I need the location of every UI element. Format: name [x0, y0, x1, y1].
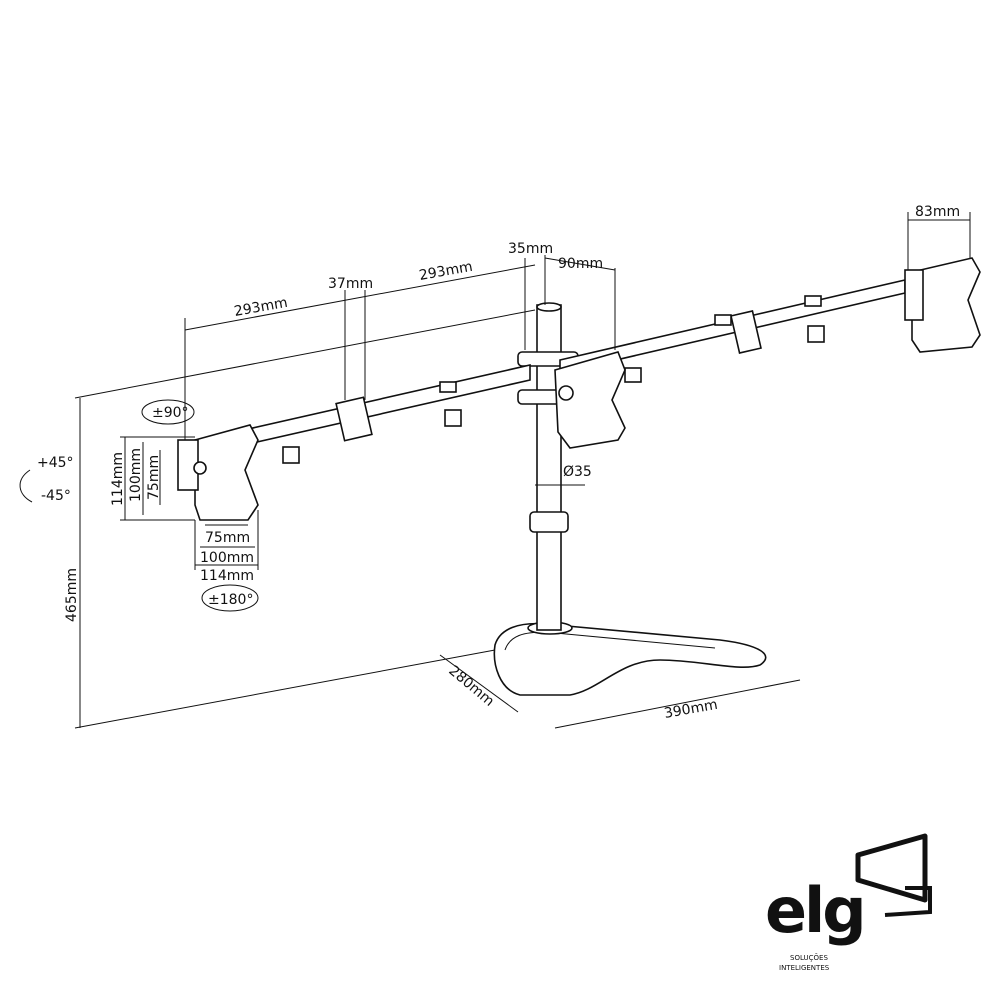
dim-base-width: 390mm — [663, 697, 719, 722]
vesa-plate-center — [554, 351, 626, 449]
logo-wordmark: elg — [765, 874, 864, 947]
dim-83mm: 83mm — [915, 204, 960, 220]
pole — [517, 302, 579, 631]
dim-vesa-v-100: 100mm — [128, 448, 144, 502]
tilt-up-label: +45° — [37, 455, 74, 471]
elg-logo: elg SOLUÇÕES INTELIGENTES — [765, 833, 932, 972]
dim-35mm: 35mm — [508, 241, 553, 257]
swivel-label: ±90° — [152, 405, 189, 421]
dimension-lines — [19, 212, 971, 729]
logo-tagline-2: INTELIGENTES — [779, 964, 830, 972]
dim-vesa-h-100: 100mm — [200, 550, 254, 566]
tilt-down-label: -45° — [41, 488, 71, 504]
dim-height: 465mm — [64, 568, 80, 622]
vesa-plate-left — [177, 424, 259, 521]
dim-vesa-v-114: 114mm — [110, 452, 126, 506]
vesa-plate-right — [904, 257, 981, 353]
dim-90mm: 90mm — [558, 256, 603, 272]
pole-diameter-label: Ø35 — [563, 464, 592, 480]
dim-37mm: 37mm — [328, 276, 373, 292]
dim-base-depth: 280mm — [445, 663, 497, 710]
dim-vesa-v-75: 75mm — [146, 455, 162, 500]
dim-293mm-right: 293mm — [418, 259, 474, 284]
stand-base — [493, 621, 767, 696]
rotation-label: ±180° — [208, 592, 253, 608]
logo-tagline-1: SOLUÇÕES — [790, 953, 828, 962]
dim-vesa-h-114: 114mm — [200, 568, 254, 584]
dim-vesa-h-75: 75mm — [205, 530, 250, 546]
